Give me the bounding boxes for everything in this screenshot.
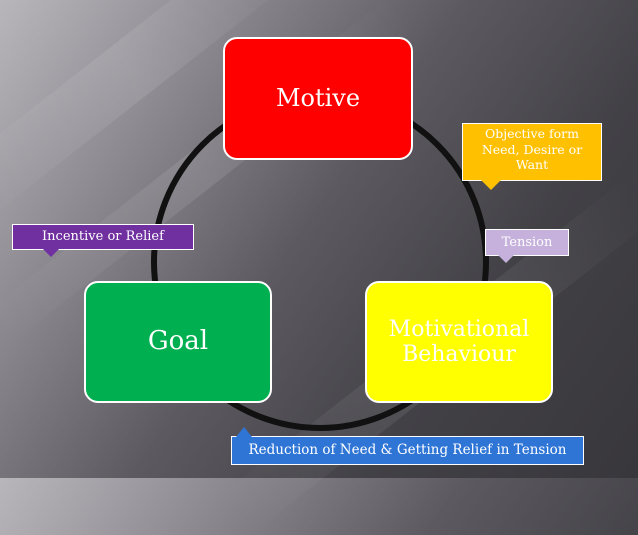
incentive-callout-label: Incentive or Relief (42, 229, 164, 244)
incentive-callout: Incentive or Relief (12, 224, 194, 257)
reduction-callout-label: Reduction of Need & Getting Relief in Te… (248, 442, 567, 458)
goal-label: Goal (147, 326, 209, 357)
callout-pointer (498, 255, 514, 263)
tension-callout: Tension (485, 229, 569, 263)
tension-callout-label: Tension (501, 235, 553, 250)
callout-pointer (43, 249, 59, 257)
motive-node: Motive (223, 37, 413, 160)
objective-callout-label: Objective form Need, Desire or Want (481, 126, 583, 173)
goal-node: Goal (84, 281, 272, 403)
callout-pointer (481, 180, 501, 190)
motivational-behaviour-node: Motivational Behaviour (365, 281, 553, 403)
motive-label: Motive (275, 83, 361, 112)
motivational-behaviour-label: Motivational Behaviour (388, 316, 530, 367)
objective-callout: Objective form Need, Desire or Want (462, 123, 602, 190)
callout-pointer (236, 427, 252, 437)
reduction-callout: Reduction of Need & Getting Relief in Te… (231, 427, 584, 465)
